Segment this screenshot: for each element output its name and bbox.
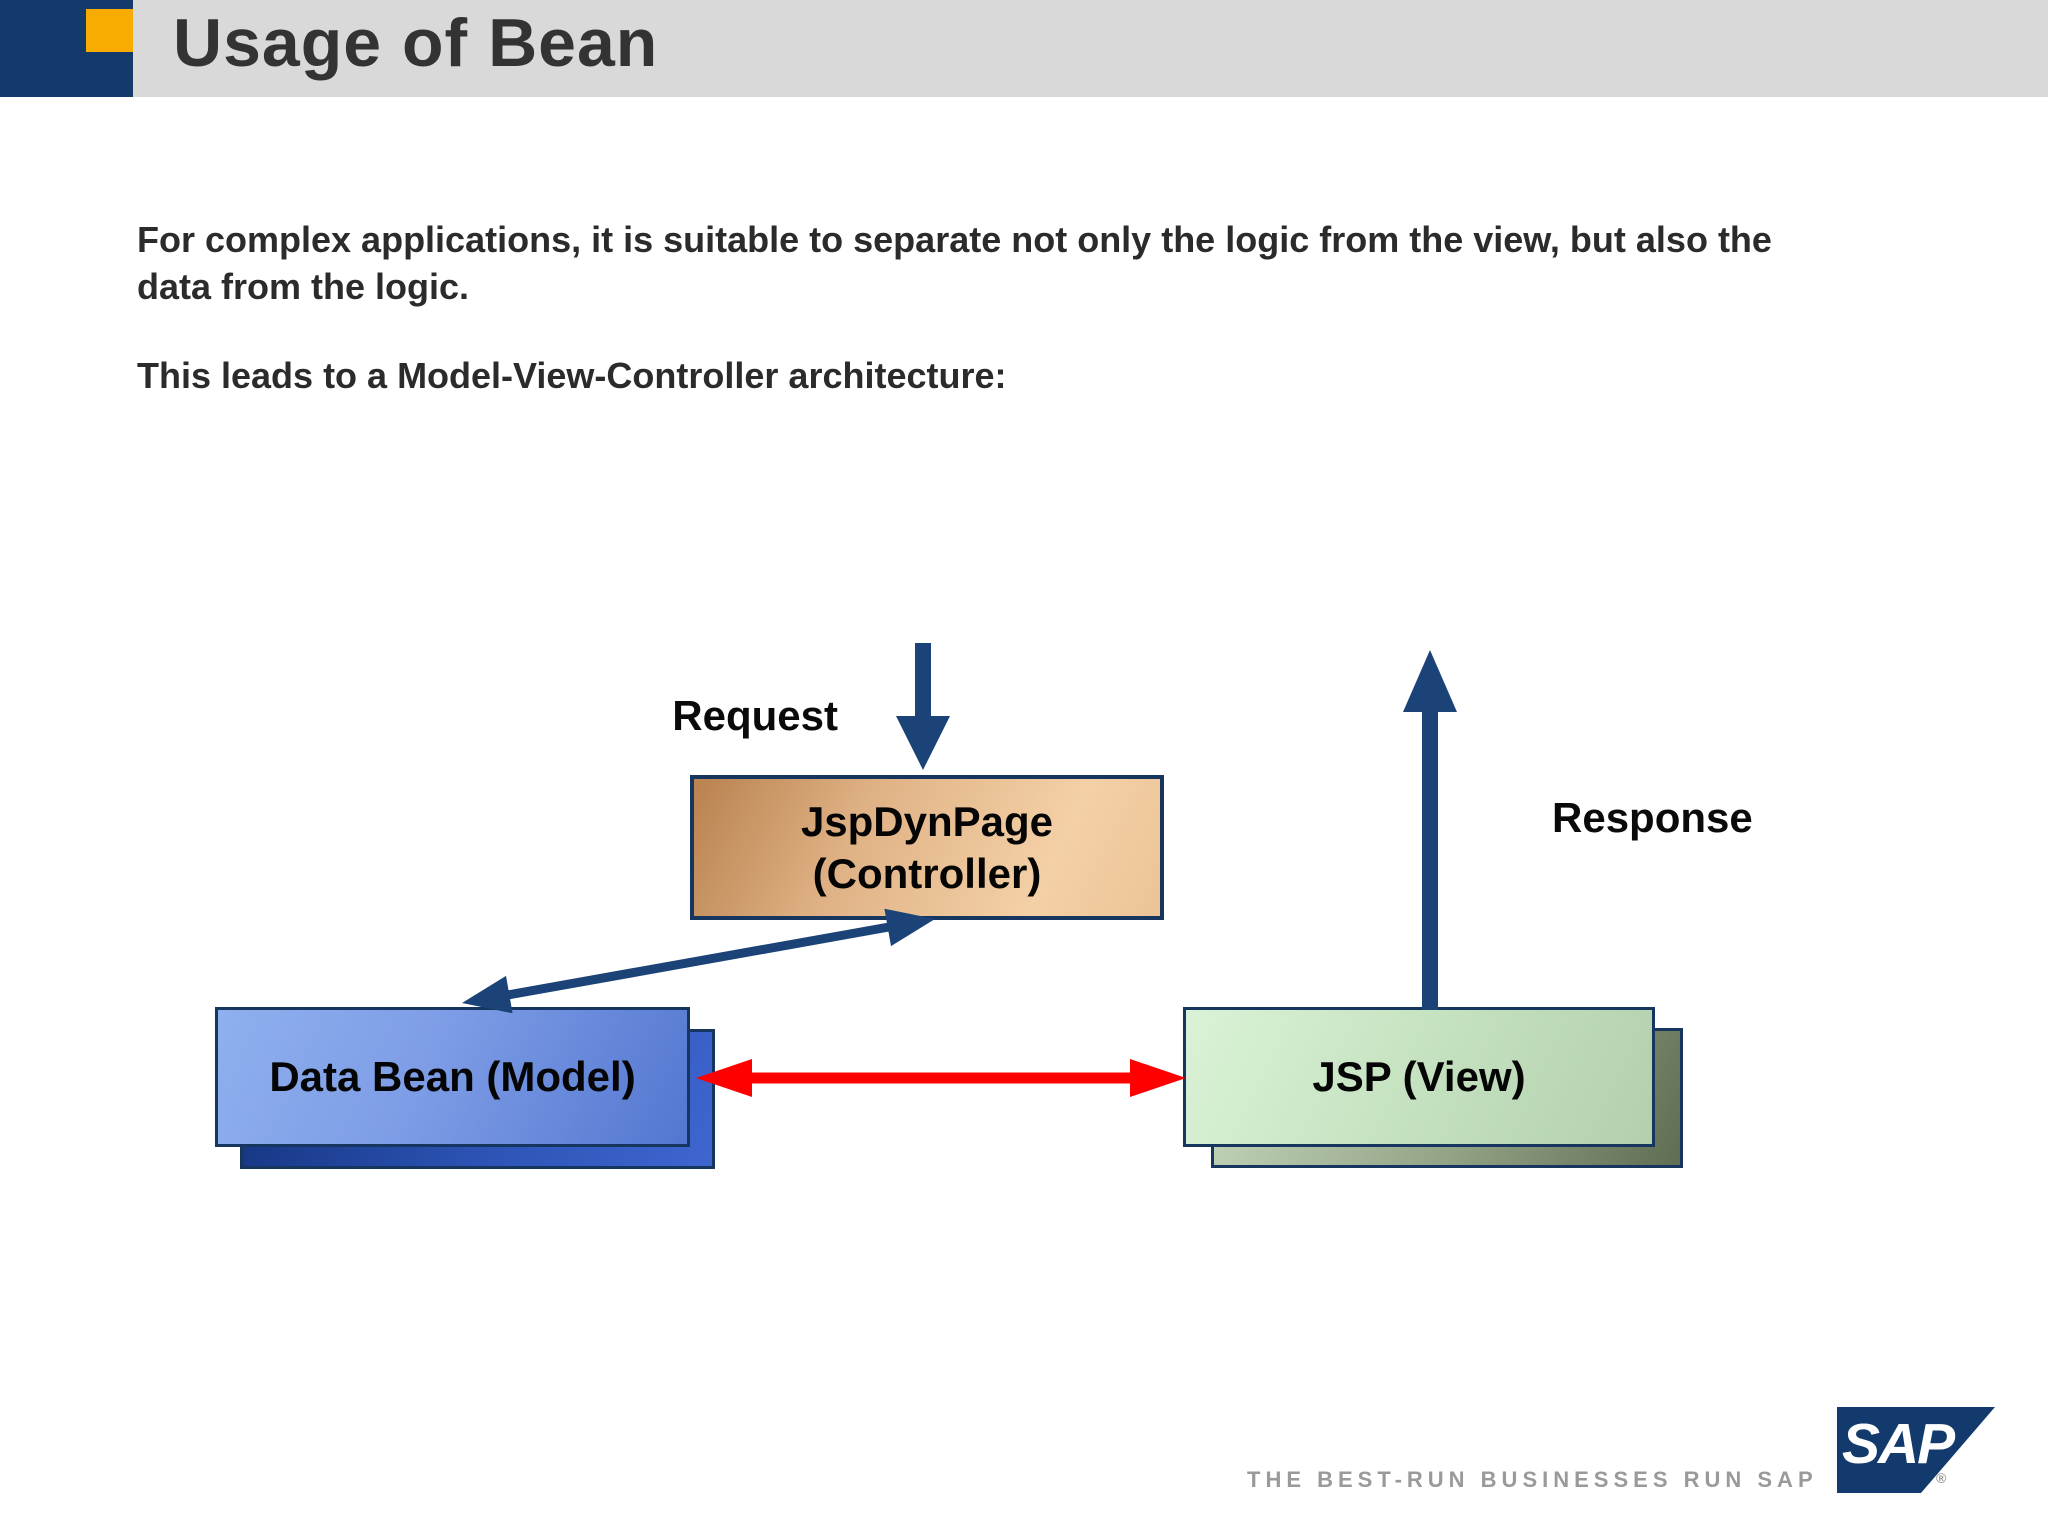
- intro-paragraph: For complex applications, it is suitable…: [137, 216, 2037, 310]
- response-label: Response: [1552, 794, 1753, 841]
- response-arrow: [1403, 650, 1457, 1010]
- page-title: Usage of Bean: [173, 5, 659, 81]
- request-label: Request: [672, 692, 838, 739]
- view-box-label: JSP (View): [1312, 1053, 1526, 1100]
- model-view-arrow: [696, 1059, 1186, 1097]
- gold-corner-square: [86, 9, 133, 52]
- request-arrow: [896, 643, 950, 770]
- model-box: Data Bean (Model): [215, 1007, 690, 1147]
- view-box: JSP (View): [1183, 1007, 1655, 1147]
- model-box-label: Data Bean (Model): [269, 1053, 636, 1100]
- controller-model-arrow: [462, 908, 935, 1014]
- intro-paragraph-line-2: data from the logic.: [137, 266, 470, 307]
- controller-box-label-line1: JspDynPage: [800, 797, 1054, 845]
- controller-box: JspDynPage (Controller): [690, 775, 1164, 920]
- sap-logo-text: SAP: [1842, 1412, 1955, 1476]
- sap-tagline: THE BEST-RUN BUSINESSES RUN SAP: [1247, 1467, 1818, 1492]
- mvc-paragraph: This leads to a Model-View-Controller ar…: [137, 355, 1007, 396]
- sap-logo: SAP: [1837, 1407, 1995, 1493]
- controller-box-label-line2: (Controller): [812, 849, 1042, 897]
- registered-trademark-icon: ®: [1936, 1470, 1947, 1486]
- header-bar: [0, 0, 2048, 97]
- intro-paragraph-line-1: For complex applications, it is suitable…: [137, 219, 1772, 260]
